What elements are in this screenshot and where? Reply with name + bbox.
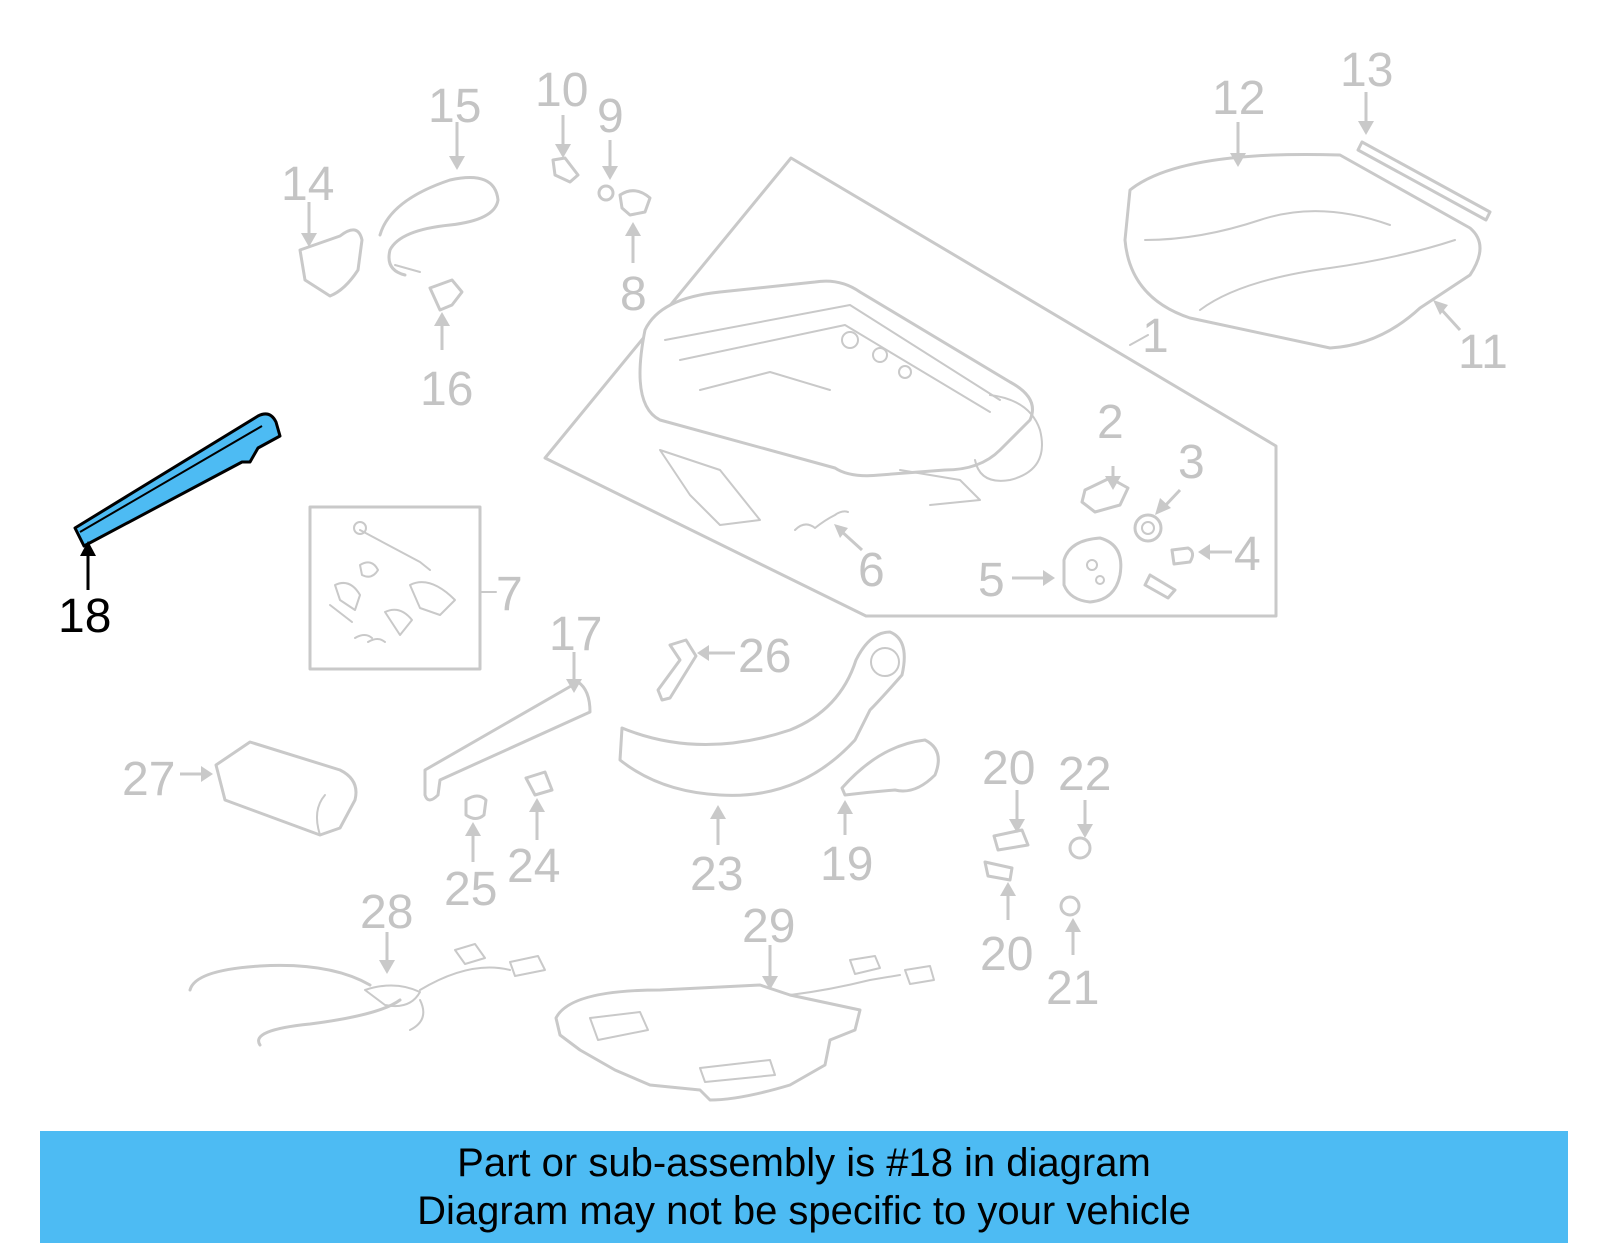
callout-3: 3 <box>1178 436 1205 489</box>
callout-15: 15 <box>428 80 481 133</box>
callout-29: 29 <box>742 900 795 953</box>
part-2 <box>1080 476 1130 514</box>
callout-8: 8 <box>620 268 647 321</box>
callout-4: 4 <box>1234 528 1261 581</box>
part-20-lower <box>983 860 1014 882</box>
part-11-cushion <box>1123 152 1482 350</box>
callout-20a: 20 <box>982 742 1035 795</box>
part-21 <box>1059 895 1081 917</box>
callout-22: 22 <box>1058 748 1111 801</box>
callout-20b: 20 <box>980 928 1033 981</box>
callout-28: 28 <box>360 886 413 939</box>
part-22 <box>1068 836 1092 860</box>
callout-17: 17 <box>549 608 602 661</box>
banner-line-1: Part or sub-assembly is #18 in diagram <box>457 1141 1151 1185</box>
part-4 <box>1170 546 1195 566</box>
callout-6: 6 <box>858 544 885 597</box>
part-29-sensor-mat <box>554 955 935 1102</box>
part-27-armrest <box>214 740 358 837</box>
part-18-highlighted[interactable] <box>73 412 282 548</box>
info-banner: Part or sub-assembly is #18 in diagram D… <box>40 1131 1568 1243</box>
part-24 <box>524 770 554 797</box>
callout-5: 5 <box>978 554 1005 607</box>
callout-10: 10 <box>535 64 588 117</box>
banner-line-2: Diagram may not be specific to your vehi… <box>417 1189 1191 1233</box>
callout-12: 12 <box>1212 72 1265 125</box>
callout-9: 9 <box>597 90 624 143</box>
part-5 <box>1062 536 1177 604</box>
callout-26: 26 <box>738 630 791 683</box>
part-23-side-cover <box>618 630 906 797</box>
callout-1: 1 <box>1142 310 1169 363</box>
part-17 <box>423 680 592 802</box>
part-6 <box>794 510 849 531</box>
callout-23: 23 <box>690 848 743 901</box>
callout-18: 18 <box>58 590 111 643</box>
part-13 <box>1356 140 1492 222</box>
callout-21: 21 <box>1046 962 1099 1015</box>
part-7-kit <box>308 505 482 671</box>
part-10 <box>551 156 580 184</box>
part-3 <box>1133 513 1163 543</box>
callout-7: 7 <box>496 568 523 621</box>
callout-13: 13 <box>1340 44 1393 97</box>
part-20-upper <box>992 828 1030 852</box>
part-1-seat-frame <box>543 156 1278 618</box>
callout-19: 19 <box>820 838 873 891</box>
part-8 <box>618 189 652 217</box>
part-26 <box>656 638 698 702</box>
part-28-wiring <box>188 943 546 1047</box>
part-15-cable <box>378 176 500 277</box>
part-14 <box>298 228 364 298</box>
callout-16: 16 <box>420 363 473 416</box>
callout-24: 24 <box>507 840 560 893</box>
callout-11: 11 <box>1458 326 1508 379</box>
part-25 <box>464 794 488 820</box>
part-19 <box>840 738 940 797</box>
part-9 <box>597 184 615 202</box>
callout-25: 25 <box>444 863 497 916</box>
callout-27: 27 <box>122 753 175 806</box>
callout-2: 2 <box>1097 396 1124 449</box>
callout-14: 14 <box>281 158 334 211</box>
part-16 <box>428 278 464 312</box>
